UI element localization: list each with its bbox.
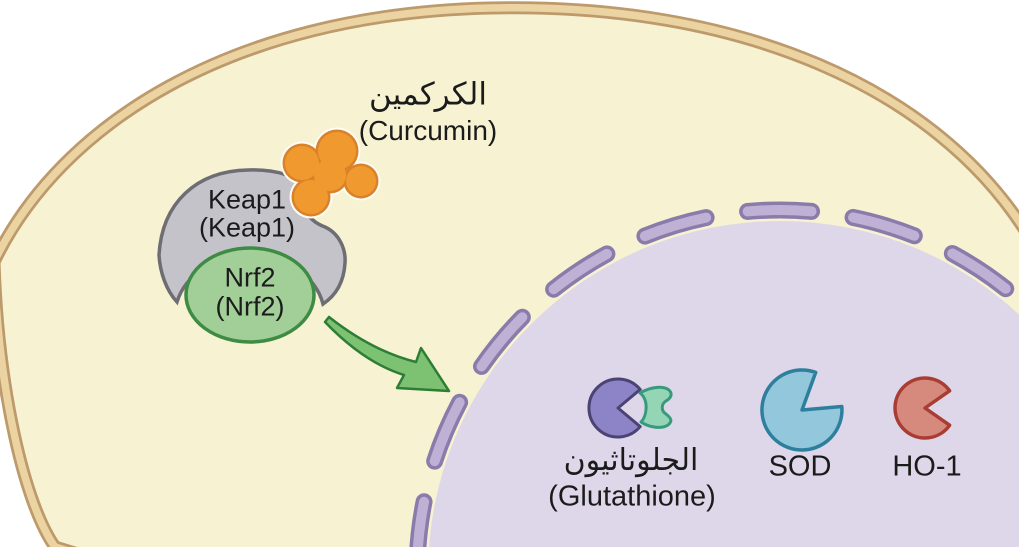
nrf2-protein xyxy=(184,246,316,344)
ho1-label: HO-1 xyxy=(892,450,962,483)
glutathione-piece xyxy=(638,385,673,429)
sod-label: SOD xyxy=(768,450,832,483)
nuclear-translocation-arrow xyxy=(323,315,451,393)
glutathione-enzyme xyxy=(587,377,642,439)
curcumin-body xyxy=(285,132,376,214)
curcumin-label-english: (Curcumin) xyxy=(358,115,498,146)
glutathione-label-english: (Glutathione) xyxy=(548,480,716,513)
curcumin-molecule xyxy=(280,127,381,219)
glutathione-label-arabic: الجلوتاثيون xyxy=(563,443,699,478)
frame-margin-right xyxy=(1019,0,1024,559)
nrf2-label: Nrf2 xyxy=(224,262,276,293)
nrf2-sublabel: (Nrf2) xyxy=(215,291,285,322)
sod-enzyme xyxy=(760,368,844,452)
nucleus-body xyxy=(428,221,1024,559)
frame-margin-bottom xyxy=(0,547,1024,559)
keap1-label: Keap1 xyxy=(207,184,287,215)
curcumin-label-arabic: الكركمين xyxy=(369,76,487,113)
nuclear-envelope-dashes xyxy=(412,205,1024,559)
ho1-enzyme xyxy=(893,376,952,440)
keap1-sublabel: (Keap1) xyxy=(198,212,296,243)
